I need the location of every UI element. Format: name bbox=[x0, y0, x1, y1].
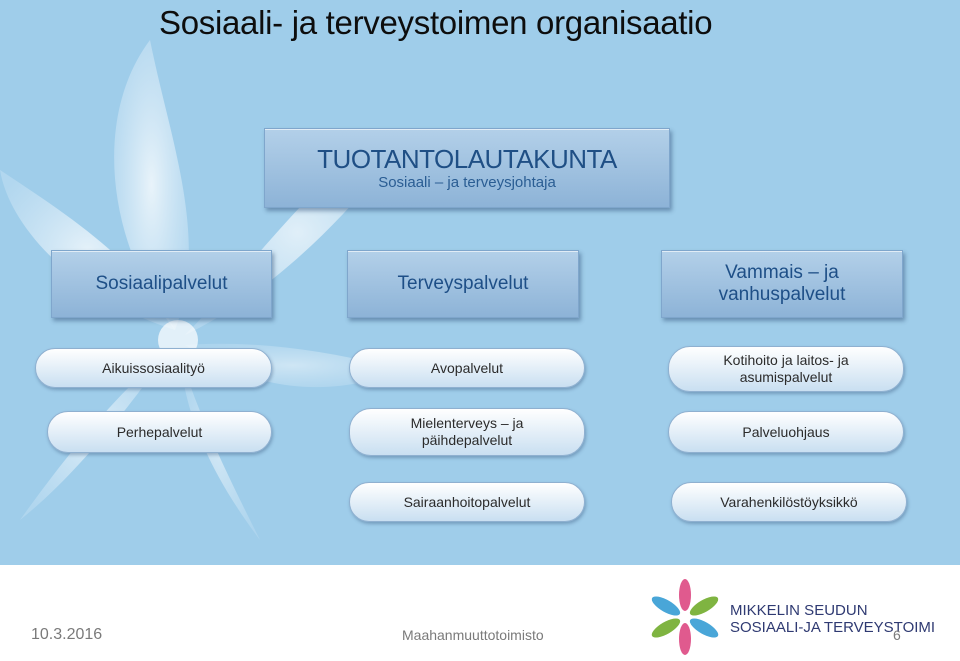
unit-kotihoito-asumispalvelut: Kotihoito ja laitos- ja asumispalvelut bbox=[668, 346, 904, 392]
category-box-sosiaalipalvelut: Sosiaalipalvelut bbox=[51, 250, 272, 318]
slide-title: Sosiaali- ja terveystoimen organisaatio bbox=[159, 4, 713, 41]
category-label: Terveyspalvelut bbox=[397, 273, 529, 294]
unit-palveluohjaus: Palveluohjaus bbox=[668, 411, 904, 453]
footer-date: 10.3.2016 bbox=[31, 626, 103, 643]
unit-avopalvelut: Avopalvelut bbox=[349, 348, 585, 388]
slide-background: Sosiaali- ja terveystoimen organisaatio … bbox=[0, 0, 960, 565]
logo-line-1: MIKKELIN SEUDUN bbox=[730, 602, 868, 619]
production-board-subtitle: Sosiaali – ja terveysjohtaja bbox=[378, 174, 556, 191]
category-box-terveyspalvelut: Terveyspalvelut bbox=[347, 250, 579, 318]
unit-mielenterveys-paihdepalvelut: Mielenterveys – ja päihdepalvelut bbox=[349, 408, 585, 456]
footer-center-text: Maahanmuuttotoimisto bbox=[402, 627, 544, 643]
category-box-vammais-vanhuspalvelut: Vammais – ja vanhuspalvelut bbox=[661, 250, 903, 318]
organization-logo-icon bbox=[651, 579, 719, 655]
unit-aikuissosiaalityo: Aikuissosiaalityö bbox=[35, 348, 272, 388]
category-label: Vammais – ja vanhuspalvelut bbox=[718, 262, 846, 305]
production-board-box: TUOTANTOLAUTAKUNTA Sosiaali – ja terveys… bbox=[264, 128, 670, 208]
unit-perhepalvelut: Perhepalvelut bbox=[47, 411, 272, 453]
page-number: 6 bbox=[893, 627, 901, 643]
logo-line-2: SOSIAALI-JA TERVEYSTOIMI bbox=[730, 619, 936, 636]
production-board-title: TUOTANTOLAUTAKUNTA bbox=[317, 144, 617, 174]
organization-logo-text: MIKKELIN SEUDUN SOSIAALI-JA TERVEYSTOIMI bbox=[730, 602, 935, 636]
category-label: Sosiaalipalvelut bbox=[95, 273, 228, 294]
unit-varahenkilostoyksikko: Varahenkilöstöyksikkö bbox=[671, 482, 907, 522]
unit-sairaanhoitopalvelut: Sairaanhoitopalvelut bbox=[349, 482, 585, 522]
